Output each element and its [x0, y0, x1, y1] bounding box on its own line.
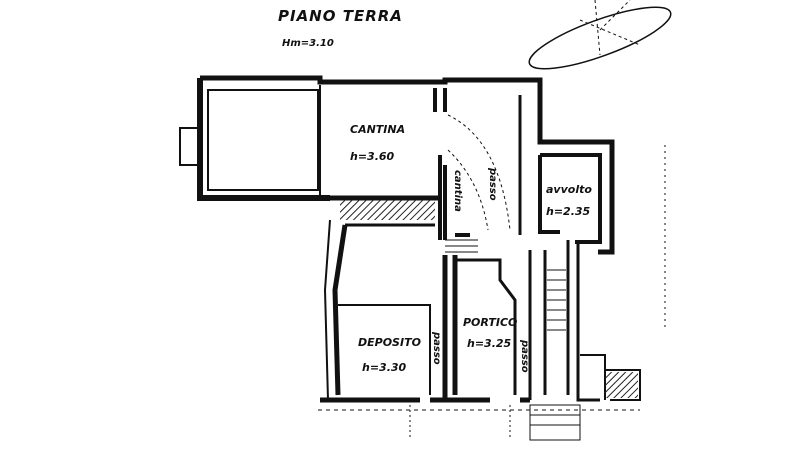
room-portico-label: PORTICO [463, 316, 518, 329]
hatched-area [605, 372, 638, 398]
room-portico-height: h=3.25 [467, 337, 512, 350]
room-cantina-small-label: cantina [452, 170, 463, 212]
passo-right-label: passo [519, 340, 530, 373]
passo-left-label: passo [431, 332, 442, 365]
plan-title: PIANO TERRA [278, 7, 403, 25]
room-avvolto-label: avvolto [546, 183, 592, 196]
room-deposito-label: DEPOSITO [358, 336, 421, 349]
room-avvolto-height: h=2.35 [546, 205, 591, 218]
room-deposito-height: h=3.30 [362, 361, 407, 374]
room-cantina-label: CANTINA [350, 123, 406, 136]
passo-top-label: passo [487, 168, 498, 201]
plan-height: Hm=3.10 [282, 38, 334, 49]
room-cantina-height: h=3.60 [350, 150, 395, 163]
hatched-wall [340, 200, 435, 220]
walls [179, 0, 672, 441]
